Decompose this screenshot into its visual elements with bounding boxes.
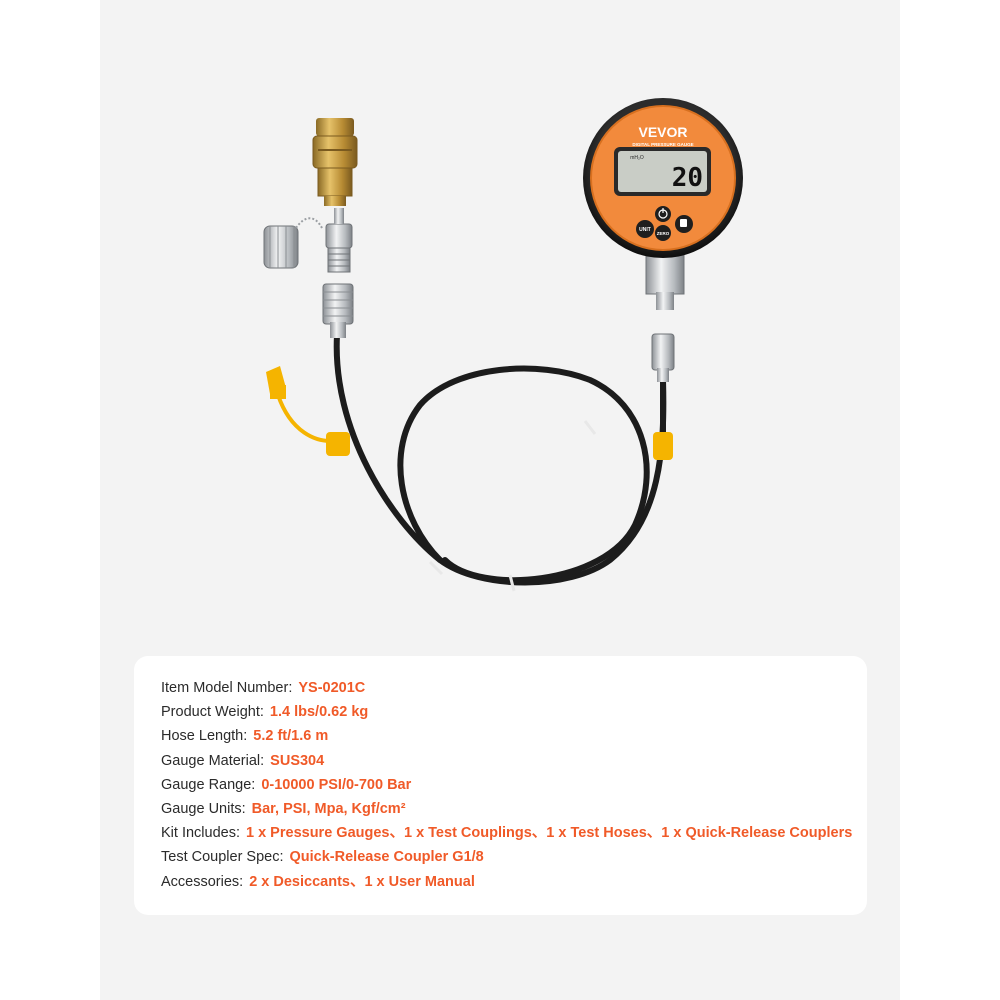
spec-value: 5.2 ft/1.6 m [253, 728, 329, 745]
spec-value: SUS304 [270, 752, 325, 769]
spec-row-weight: Product Weight: 1.4 lbs/0.62 kg [161, 700, 852, 724]
product-illustration: VEVOR DIGITAL PRESSURE GAUGE mH₂O 20 UNI… [263, 98, 743, 592]
yellow-sleeve [653, 432, 673, 460]
gauge-reading: 20 [672, 163, 703, 193]
product-panel: VEVOR DIGITAL PRESSURE GAUGE mH₂O 20 UNI… [100, 0, 900, 1000]
gauge-zero-button-label: ZERO [657, 231, 670, 236]
spec-value: 1 x Pressure Gauges、1 x Test Couplings、1… [246, 825, 853, 842]
spec-row-coupler-spec: Test Coupler Spec: Quick-Release Coupler … [161, 845, 852, 869]
spec-label: Test Coupler Spec: [161, 849, 284, 866]
spec-row-units: Gauge Units: Bar, PSI, Mpa, Kgf/cm² [161, 797, 852, 821]
spec-value: Quick-Release Coupler G1/8 [289, 849, 484, 866]
spec-row-hose-length: Hose Length: 5.2 ft/1.6 m [161, 724, 852, 748]
spec-row-accessories: Accessories: 2 x Desiccants、1 x User Manu… [161, 870, 852, 894]
spec-value: 0-10000 PSI/0-700 Bar [261, 776, 412, 793]
spec-row-model: Item Model Number: YS-0201C [161, 676, 852, 700]
spec-label: Gauge Range: [161, 776, 256, 793]
spec-label: Accessories: [161, 873, 244, 890]
digital-pressure-gauge [583, 98, 743, 310]
spec-label: Item Model Number: [161, 680, 293, 696]
spec-row-kit-includes: Kit Includes: 1 x Pressure Gauges、1 x Tes… [161, 821, 852, 845]
spec-label: Hose Length: [161, 728, 248, 745]
spec-label: Product Weight: [161, 704, 264, 721]
spec-value: Bar, PSI, Mpa, Kgf/cm² [251, 800, 406, 817]
spec-label: Kit Includes: [161, 825, 240, 842]
spec-row-range: Gauge Range: 0-10000 PSI/0-700 Bar [161, 773, 852, 797]
spec-value: 2 x Desiccants、1 x User Manual [249, 873, 475, 890]
gauge-brand-logo: VEVOR [638, 124, 687, 140]
spec-label: Gauge Material: [161, 752, 265, 769]
brass-quick-coupler [312, 118, 358, 206]
yellow-dust-cap [266, 366, 350, 456]
test-coupling [263, 208, 353, 273]
spec-label: Gauge Units: [161, 800, 246, 817]
gauge-unit-button-label: UNIT [639, 227, 651, 233]
spec-card: Item Model Number: YS-0201C Product Weigh… [134, 656, 867, 915]
spec-row-material: Gauge Material: SUS304 [161, 749, 852, 773]
hose-right-fitting [651, 333, 675, 382]
spec-value: 1.4 lbs/0.62 kg [269, 704, 369, 721]
gauge-subtitle: DIGITAL PRESSURE GAUGE [632, 142, 693, 147]
test-hose [333, 332, 667, 586]
gauge-unit-indicator: mH₂O [630, 155, 644, 161]
spec-list: Item Model Number: YS-0201C Product Weigh… [161, 676, 852, 894]
hose-left-fitting [322, 283, 354, 338]
spec-value: YS-0201C [298, 680, 366, 696]
